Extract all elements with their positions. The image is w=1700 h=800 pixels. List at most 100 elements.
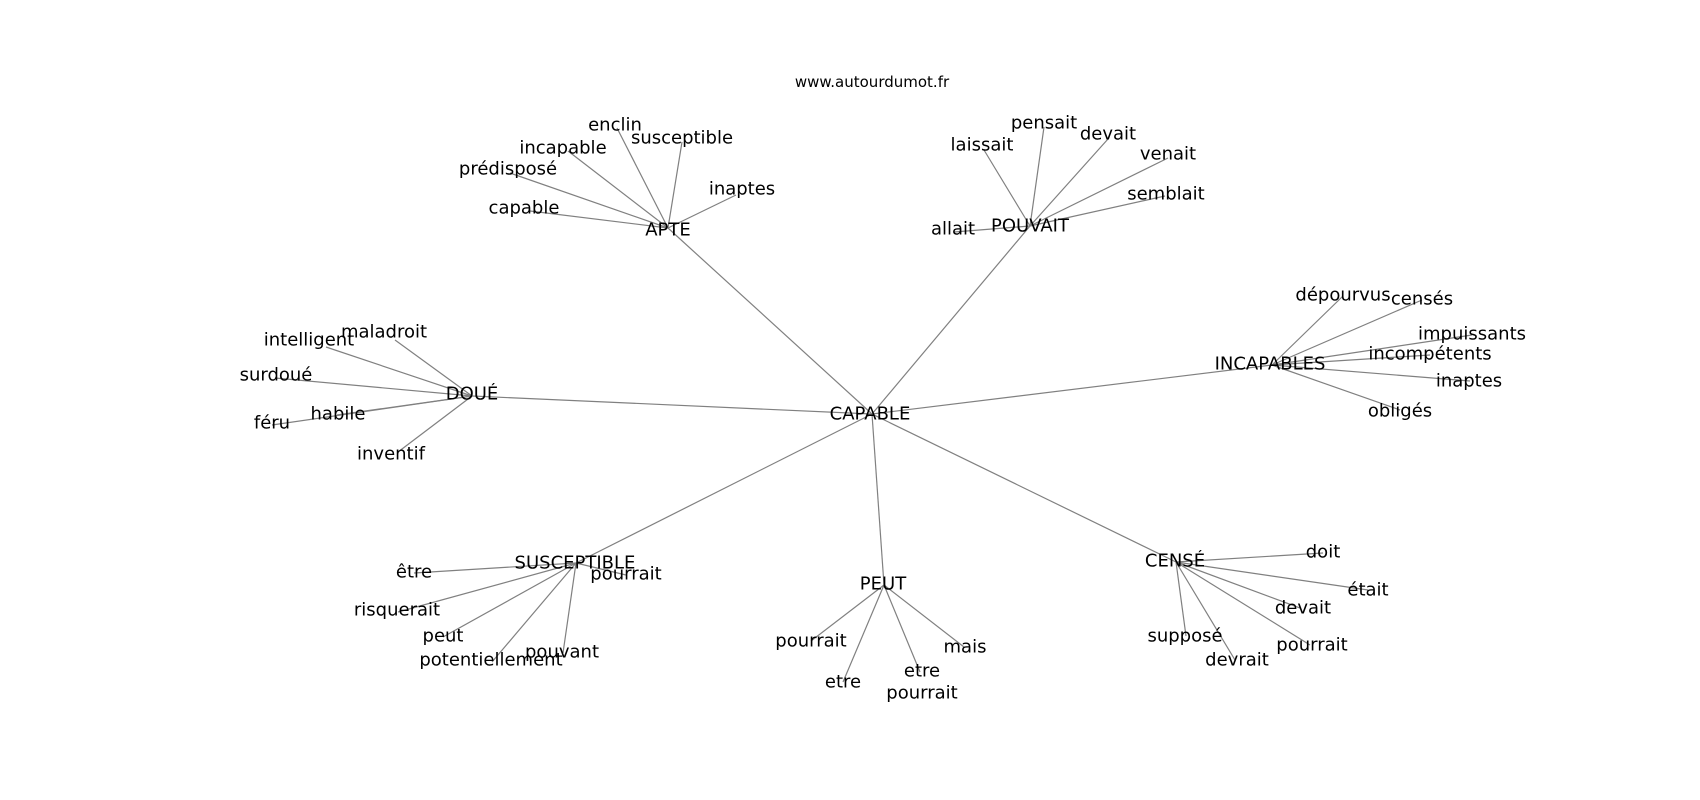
leaf-node: inaptes [1436,371,1502,392]
edge-incapables-inaptes [1271,364,1471,382]
edge-cense-devait [1175,561,1301,609]
leaf-node: mais [944,637,987,658]
hub-edges [471,225,1273,586]
leaf-node: pourrait [590,564,661,585]
edge-cense-pourrait [1175,561,1311,646]
edge-cense-suppose [1175,561,1187,637]
leaf-node: dépourvus [1295,285,1390,306]
leaf-node: féru [254,413,290,434]
leaf-node: intelligent [264,330,355,351]
edge-capable-doue [471,395,873,415]
leaf-node: censés [1391,289,1453,310]
leaf-node: être [396,562,432,583]
edge-apte-predispose [509,172,669,229]
edge-susceptible-potentiellement [491,562,577,663]
center-node: CAPABLE [830,404,911,425]
leaf-node: peut [423,626,464,647]
hub-node-apte: APTE [645,220,691,241]
edge-capable-cense [871,413,1177,563]
edge-peut-pourrait [810,584,885,642]
edge-susceptible-risquerait [397,562,577,613]
edge-apte-inaptes [667,194,737,229]
leaf-node: semblait [1127,184,1205,205]
edge-pouvait-venait [1029,157,1169,227]
leaf-node: prédisposé [459,159,557,180]
leaf-node: pouvant [525,642,599,663]
edge-pouvait-laissait [983,149,1031,227]
edge-apte-incapable [567,150,669,229]
leaf-node: etre [825,672,861,693]
leaf-node: impuissants [1418,324,1526,345]
edge-peut-mais [883,584,965,648]
leaf-edges [271,126,1473,683]
edge-peut-etre-2 [883,584,921,673]
edge-capable-incapables [871,364,1273,415]
leaf-node: obligés [1368,401,1432,422]
leaf-node: pensait [1011,113,1077,134]
leaf-node: était [1347,580,1388,601]
hub-node-susceptible: SUSCEPTIBLE [515,553,636,574]
edge-cense-doit [1175,552,1324,563]
edge-pouvait-pensait [1029,126,1045,227]
leaf-node: etre [904,661,940,682]
edge-capable-susceptible [575,413,873,564]
edge-capable-pouvait [871,225,1031,415]
leaf-node: potentiellement [419,650,562,671]
edge-pouvait-allait [953,225,1031,233]
leaf-node: capable [489,198,560,219]
labels: www.autourdumot.fr CAPABLE APTE enclin s… [240,73,1526,704]
edge-apte-capable [529,210,669,229]
edge-doue-feru [271,395,473,426]
edge-incapables-incompetents [1271,354,1431,366]
leaf-node: habile [311,404,366,425]
edge-peut-etre-1 [842,584,885,683]
leaf-node: doit [1306,542,1341,563]
edge-capable-apte [667,227,873,415]
leaf-node: supposé [1147,626,1222,647]
edge-apte-enclin [616,127,669,229]
edge-doue-surdoue [274,377,473,397]
leaf-node: risquerait [354,600,440,621]
edge-doue-inventif [397,395,473,453]
site-label: www.autourdumot.fr [795,73,950,91]
hub-node-cense: CENSÉ [1145,550,1205,572]
edge-pouvait-devait [1029,138,1109,227]
hub-node-pouvait: POUVAIT [991,216,1070,237]
edge-cense-devrait [1175,561,1236,661]
leaf-node: incapable [519,138,606,159]
hub-node-doue: DOUÉ [446,383,499,405]
leaf-node: pourrait [1276,635,1347,656]
leaf-node: allait [931,219,975,240]
edge-apte-susceptible [667,141,683,229]
leaf-node: incompétents [1368,344,1491,365]
edge-pouvait-semblait [1029,195,1166,227]
leaf-node: venait [1140,144,1196,165]
leaf-node: pourrait [886,683,957,704]
edge-capable-peut [871,413,885,586]
leaf-node: maladroit [341,322,427,343]
leaf-node: inaptes [709,179,775,200]
leaf-node: susceptible [631,128,733,149]
edge-cense-etait [1175,561,1369,591]
leaf-node: devait [1080,124,1136,145]
edge-susceptible-pourrait [575,562,627,576]
hub-node-peut: PEUT [860,574,907,595]
edge-doue-maladroit [394,339,473,397]
leaf-node: surdoué [240,365,313,386]
leaf-node: laissait [951,135,1014,156]
leaf-node: enclin [588,115,642,136]
leaf-node: inventif [357,444,426,465]
edge-susceptible-peut [442,562,577,638]
edge-incapables-censes [1271,299,1423,366]
leaf-node: devrait [1205,650,1269,671]
edge-incapables-impuissants [1271,334,1473,366]
edge-incapables-depourvus [1271,295,1344,366]
hub-node-incapables: INCAPABLES [1215,354,1326,375]
leaf-node: devait [1275,598,1331,619]
edge-incapables-obliges [1271,364,1401,411]
edge-susceptible-etre [413,562,577,574]
edge-susceptible-pouvant [562,562,577,654]
edge-doue-intelligent [325,346,473,397]
leaf-node: pourrait [775,631,846,652]
